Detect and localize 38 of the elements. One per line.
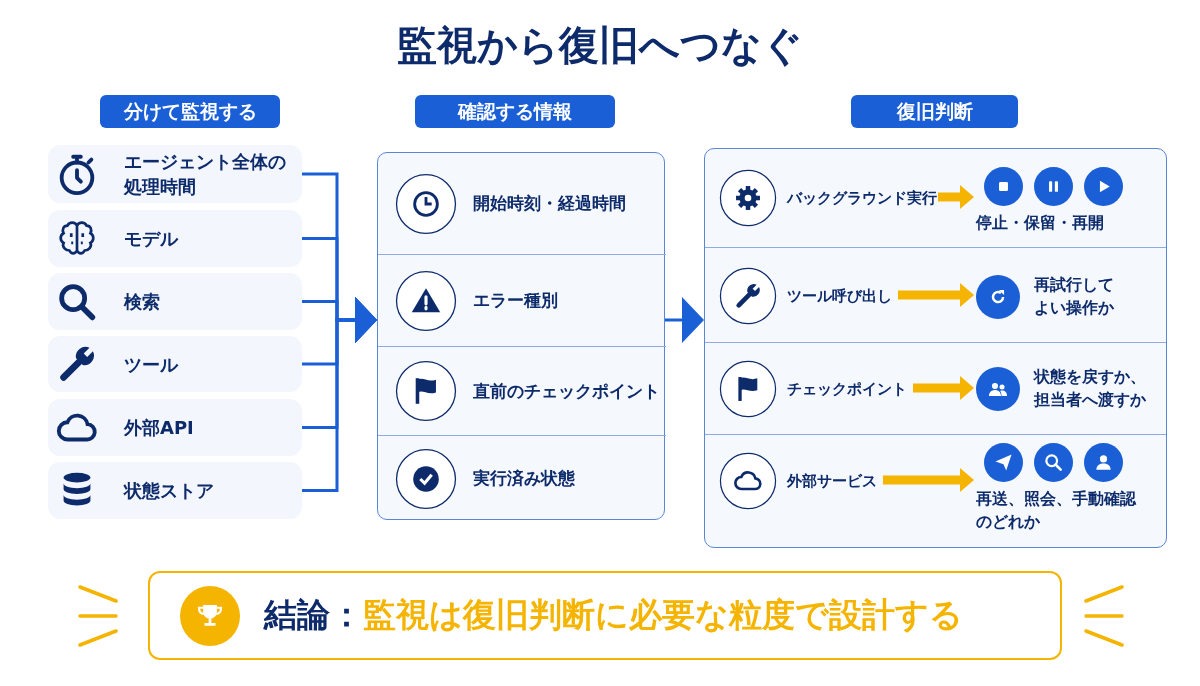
item-label: エージェント全体の処理時間 (124, 150, 287, 199)
info-panel (377, 152, 665, 520)
info-label: エラー種別 (473, 289, 558, 312)
action-label: 再試行してよい操作か (1034, 275, 1115, 319)
title: 監視から復旧へつなぐ (396, 22, 804, 68)
arrow (883, 468, 974, 492)
item-card (48, 336, 302, 392)
arrow (665, 297, 704, 343)
item-label: 検索 (124, 290, 161, 314)
action-label: 停止・保留・再開 (976, 213, 1105, 234)
arrow (938, 185, 974, 209)
case-label: ツール呼び出し (787, 285, 893, 307)
conclusion-box (148, 571, 1062, 660)
conclusion-label: 結論： (264, 594, 363, 636)
item-card (48, 399, 302, 456)
item-label: 外部API (124, 416, 195, 440)
info-label: 実行済み状態 (473, 467, 575, 490)
item-label: ツール (124, 352, 180, 377)
item-label: 状態ストア (124, 479, 215, 503)
section-header: 復旧判断 (851, 95, 1018, 128)
section-header: 分けて監視する (100, 95, 280, 128)
arrow (913, 376, 974, 400)
case-label: バックグラウンド実行 (787, 187, 937, 209)
case-label: 外部サービス (787, 470, 878, 492)
item-card (48, 145, 302, 203)
info-label: 直前のチェックポイント (473, 379, 660, 403)
item-label: モデル (124, 227, 180, 251)
section-header: 確認する情報 (415, 95, 615, 128)
item-card (48, 210, 302, 267)
arrow (898, 283, 974, 307)
item-card (48, 273, 302, 330)
action-label: 状態を戻すか、担当者へ渡すか (1034, 367, 1147, 411)
action-label: 再送、照会、手動確認のどれか (976, 489, 1137, 533)
info-label: 開始時刻・経過時間 (473, 192, 626, 215)
case-label: チェックポイント (787, 378, 908, 400)
conclusion-text: 監視は復旧判断に必要な粒度で設計する (363, 594, 963, 636)
info-panel (704, 148, 1167, 548)
item-card (48, 462, 302, 519)
